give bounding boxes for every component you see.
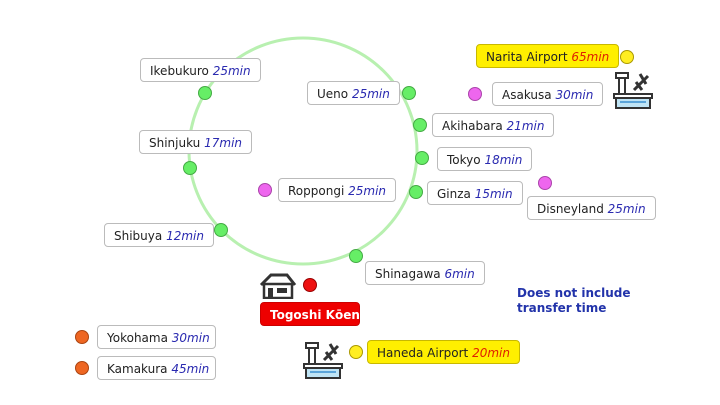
note-line-1: Does not include <box>517 286 631 300</box>
station-yokohama: Yokohama 30min <box>97 325 216 349</box>
station-tokyo: Tokyo 18min <box>437 147 533 171</box>
dot-roppongi <box>258 183 272 197</box>
station-roppongi: Roppongi 25min <box>278 178 397 202</box>
station-shinjuku: Shinjuku 17min <box>139 130 253 154</box>
dot-yokohama <box>75 330 89 344</box>
airport-icon <box>613 72 653 109</box>
station-disneyland: Disneyland 25min <box>527 196 656 220</box>
dot-tokyo <box>415 151 429 165</box>
station-asakusa: Asakusa 30min <box>492 82 604 106</box>
dot-ginza <box>409 185 423 199</box>
station-kamakura: Kamakura 45min <box>97 356 216 380</box>
station-ueno: Ueno 25min <box>307 81 400 105</box>
dot-shibuya <box>214 223 228 237</box>
dot-haneda <box>349 345 363 359</box>
airport-icon <box>303 342 343 379</box>
note-line-2: transfer time <box>517 301 607 315</box>
station-akihabara: Akihabara 21min <box>432 113 555 137</box>
station-ikebukuro: Ikebukuro 25min <box>140 58 261 82</box>
dot-akihabara <box>413 118 427 132</box>
station-shibuya: Shibuya 12min <box>104 223 214 247</box>
dot-ueno <box>402 86 416 100</box>
house-icon <box>259 273 297 299</box>
dot-kamakura <box>75 361 89 375</box>
dot-asakusa <box>468 87 482 101</box>
dot-togoshi <box>303 278 317 292</box>
dot-narita <box>620 50 634 64</box>
station-shinagawa: Shinagawa 6min <box>365 261 485 285</box>
station-haneda: Haneda Airport 20min <box>367 340 520 364</box>
dot-shinagawa <box>349 249 363 263</box>
station-narita: Narita Airport 65min <box>476 44 620 68</box>
dot-shinjuku <box>183 161 197 175</box>
dot-ikebukuro <box>198 86 212 100</box>
dot-disneyland <box>538 176 552 190</box>
station-ginza: Ginza 15min <box>427 181 523 205</box>
home-station-togoshi: Togoshi Kōen <box>260 302 360 326</box>
